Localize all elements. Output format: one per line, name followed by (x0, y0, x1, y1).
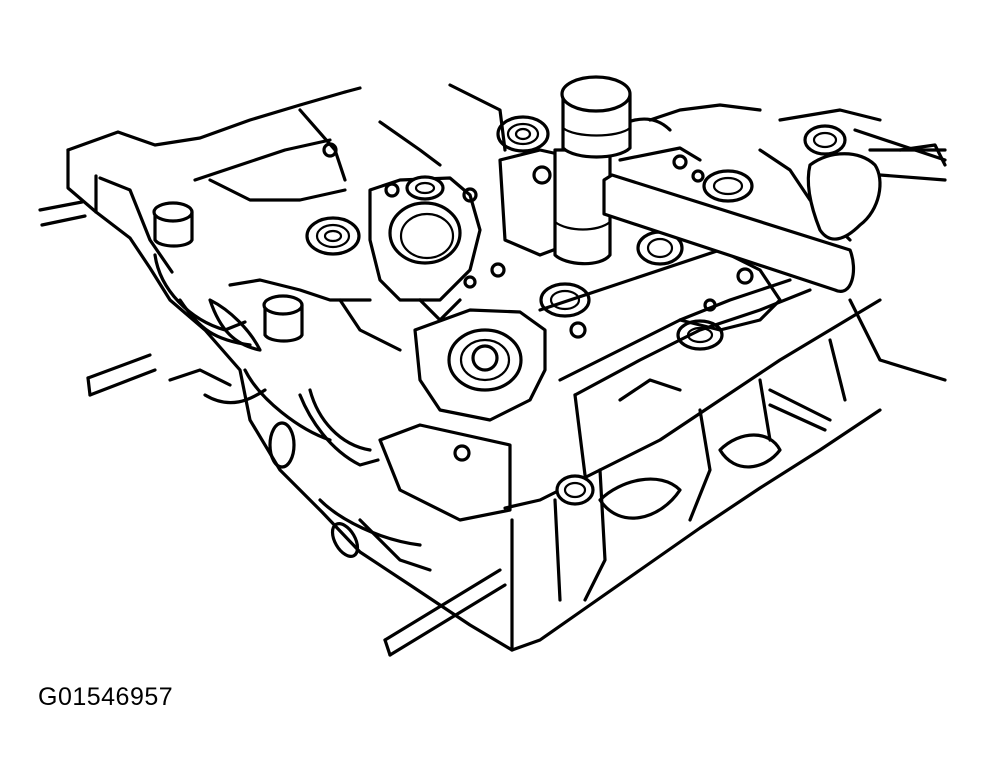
cam-carrier-rail (538, 108, 882, 477)
knock-pins (38, 200, 832, 657)
figure-id-label: G01546957 (38, 683, 174, 711)
oil-holes (298, 83, 717, 312)
side-face (153, 253, 432, 572)
cylinder-head-casting (66, 86, 947, 652)
hammer-tool (553, 75, 947, 293)
background-edges (208, 103, 762, 402)
cam-bearing-housings (368, 148, 597, 522)
